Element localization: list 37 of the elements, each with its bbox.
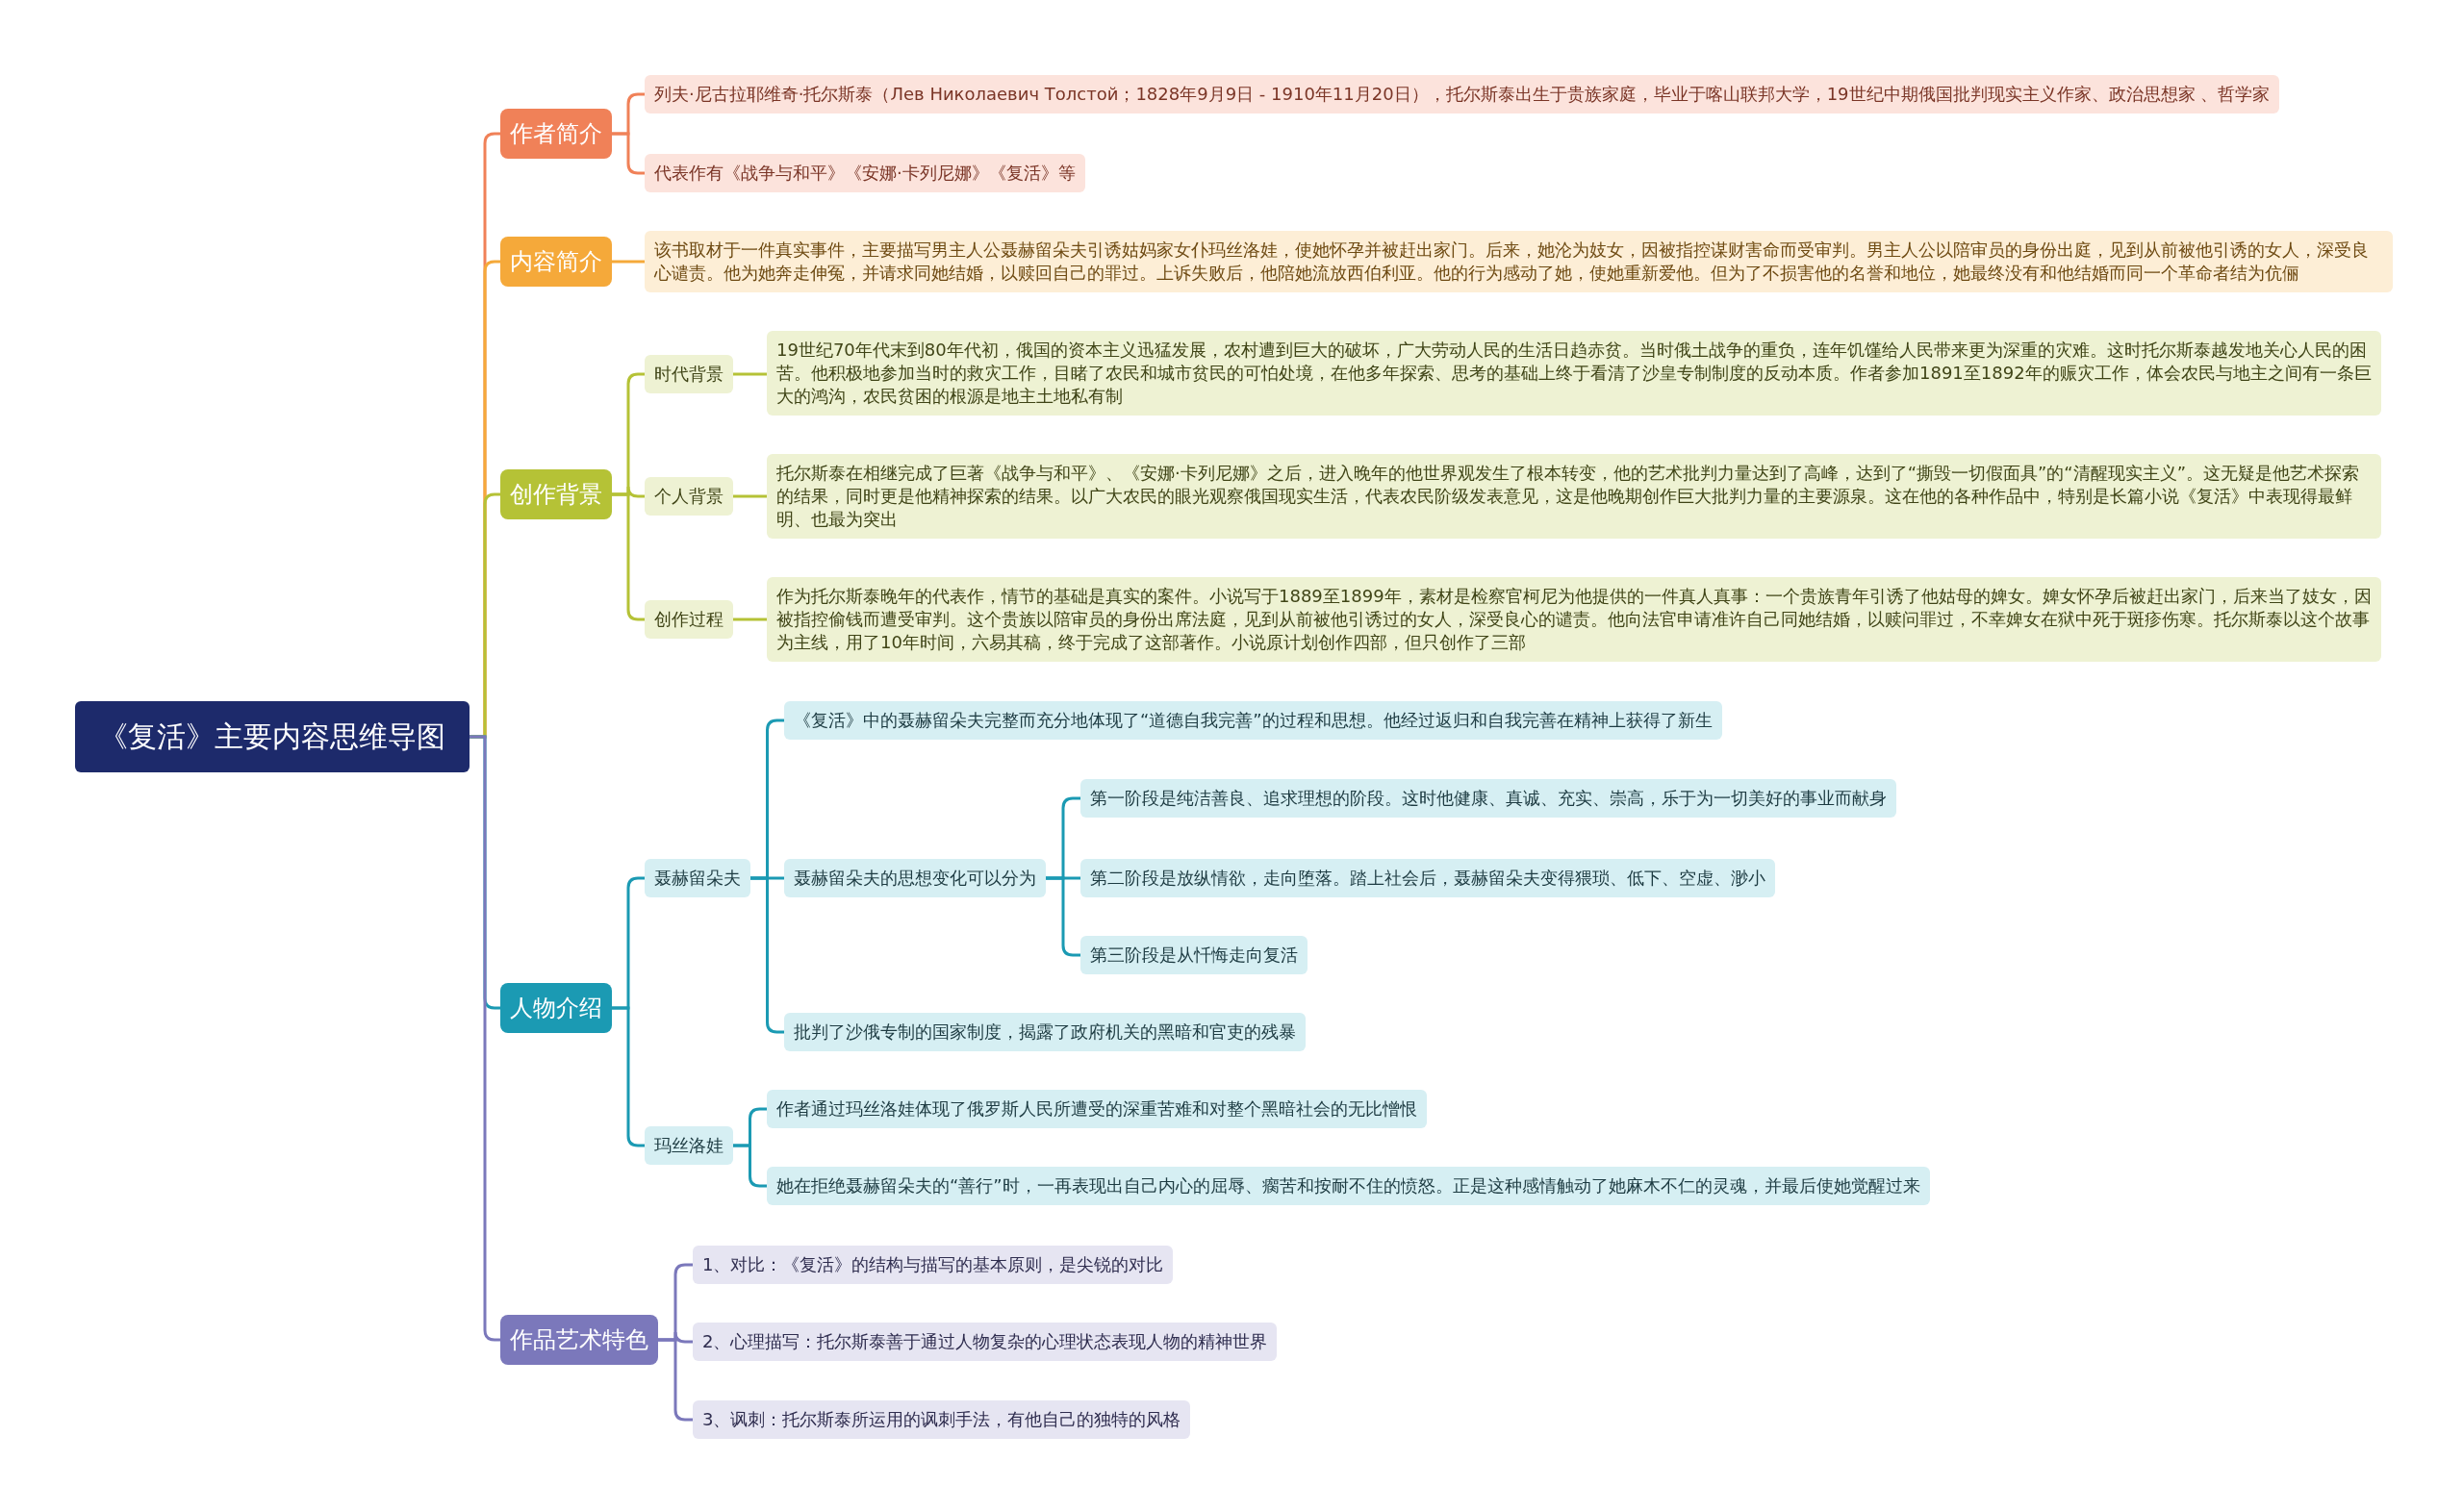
subtopic-box: 《复活》中的聂赫留朵夫完整而充分地体现了“道德自我完善”的过程和思想。他经过返归和自我完善在精神上获得了新生 <box>784 701 1722 740</box>
subtopic-box: 时代背景 <box>645 355 733 393</box>
connector-line <box>612 260 645 264</box>
connector-line <box>612 132 645 175</box>
subtopic-box: 代表作有《战争与和平》《安娜·卡列尼娜》《复活》等 <box>645 154 1085 192</box>
subtopic-box: 1、对比：《复活》的结构与描写的基本原则，是尖锐的对比 <box>693 1246 1174 1284</box>
connector-line <box>1046 876 1080 957</box>
topic-box: 作品艺术特色 <box>500 1315 658 1365</box>
subtopic-box: 批判了沙俄专制的国家制度，揭露了政府机关的黑暗和官吏的残暴 <box>784 1013 1306 1051</box>
subtopic-box: 19世纪70年代末到80年代初，俄国的资本主义迅猛发展，农村遭到巨大的破坏，广大劳动人民的生活日趋赤贫。当时俄土战争的重负，连年饥馑给人民带来更为深重的灾难。这时托尔斯泰越发地关心人民的困苦。他积极地参加当时的救灾工作，目睹了农民和城市贫民的可怕处境，在他多年探索、思考的基础上终于看清了沙皇专制制度的反动本质。作者参加1891至1892年的赈灾工作，体会农民与地主之间有一条巨大的鸿沟，农民贫困的根源是地主土地私有制 <box>767 331 2381 416</box>
subtopic-box: 该书取材于一件真实事件，主要描写男主人公聂赫留朵夫引诱姑妈家女仆玛丝洛娃，使她怀孕并被赶出家门。后来，她沦为妓女，因被指控谋财害命而受审判。男主人公以陪审员的身份出庭，见到从前被他引诱的女人，深受良心谴责。他为她奔走伸冤，并请求同她结婚，以赎回自己的罪过。上诉失败后，他陪她流放西伯利亚。他的行为感动了她，使她重新爱他。但为了不损害他的名誉和地位，她最终没有和他结婚而同一个革命者结为伉俪 <box>645 231 2393 292</box>
subtopic-box: 聂赫留朵夫的思想变化可以分为 <box>784 859 1046 897</box>
connector-line <box>750 876 784 1034</box>
subtopic-box: 她在拒绝聂赫留朵夫的“善行”时，一再表现出自己内心的屈辱、瘸苦和按耐不住的愤怒。正是这种感情触动了她麻木不仁的灵魂，并最后使她觉醒过来 <box>767 1167 1930 1205</box>
connector-line <box>733 494 767 498</box>
subtopic-box: 创作过程 <box>645 600 733 639</box>
topic-box: 作者简介 <box>500 109 612 159</box>
connector-line <box>733 1144 767 1188</box>
subtopic-box: 玛丝洛娃 <box>645 1126 733 1165</box>
subtopic-box: 托尔斯泰在相继完成了巨著《战争与和平》、《安娜·卡列尼娜》之后，进入晚年的他世界观发生了根本转变，他的艺术批判力量达到了高峰，达到了“撕毁一切假面具”的“清醒现实主义”。这无疑是他艺术探索的结果，同时更是他精神探索的结果。以广大农民的眼光观察俄国现实生活，代表农民阶级发表意见，这是他晚期创作巨大批判力量的主要源泉。这在他的各种作品中，特别是长篇小说《复活》中表现得最鲜明、也最为突出 <box>767 454 2381 539</box>
subtopic-box: 作者通过玛丝洛娃体现了俄罗斯人民所遭受的深重苦难和对整个黑暗社会的无比憎恨 <box>767 1090 1427 1128</box>
subtopic-box: 第一阶段是纯洁善良、追求理想的阶段。这时他健康、真诚、充实、崇高，乐于为一切美好的事业而献身 <box>1080 779 1896 818</box>
subtopic-box: 聂赫留朵夫 <box>645 859 750 897</box>
topic-box: 人物介绍 <box>500 983 612 1033</box>
connector-line <box>658 1338 693 1422</box>
topic-box: 内容简介 <box>500 237 612 287</box>
subtopic-box: 第三阶段是从忏悔走向复活 <box>1080 936 1308 974</box>
connector-line <box>733 372 767 376</box>
central-topic-box: 《复活》主要内容思维导图 <box>75 701 470 772</box>
topic-box: 创作背景 <box>500 469 612 519</box>
subtopic-box: 第二阶段是放纵情欲，走向堕落。踏上社会后，聂赫留朵夫变得猥琐、低下、空虚、渺小 <box>1080 859 1775 897</box>
subtopic-box: 列夫·尼古拉耶维奇·托尔斯泰（Лев Николаевич Толстой；1828年9月9日 - 1910年11月20日），托尔斯泰出生于贵族家庭，毕业于喀山联邦大学，19世纪中期俄国批判现实主义作家、政治思想家 、哲学家 <box>645 75 2280 113</box>
subtopic-box: 2、心理描写：托尔斯泰善于通过人物复杂的心理状态表现人物的精神世界 <box>693 1323 1278 1361</box>
subtopic-box: 3、讽刺：托尔斯泰所运用的讽刺手法，有他自己的独特的风格 <box>693 1400 1191 1439</box>
subtopic-box: 个人背景 <box>645 477 733 516</box>
subtopic-box: 作为托尔斯泰晚年的代表作，情节的基础是真实的案件。小说写于1889至1899年，素材是检察官柯尼为他提供的一件真人真事：一个贵族青年引诱了他姑母的婢女。婢女怀孕后被赶出家门，后来当了妓女，因被指控偷钱而遭受审判。这个贵族以陪审员的身份出席法庭，见到从前被他引诱过的女人，深受良心的谴责。他向法官申请准许自己同她结婚，以赎问罪过，不幸婢女在狱中死于斑疹伤寒。托尔斯泰以这个故事为主线，用了10年时间，六易其稿，终于完成了这部著作。小说原计划创作四部，但只创作了三部 <box>767 577 2381 662</box>
connector-line <box>733 617 767 621</box>
